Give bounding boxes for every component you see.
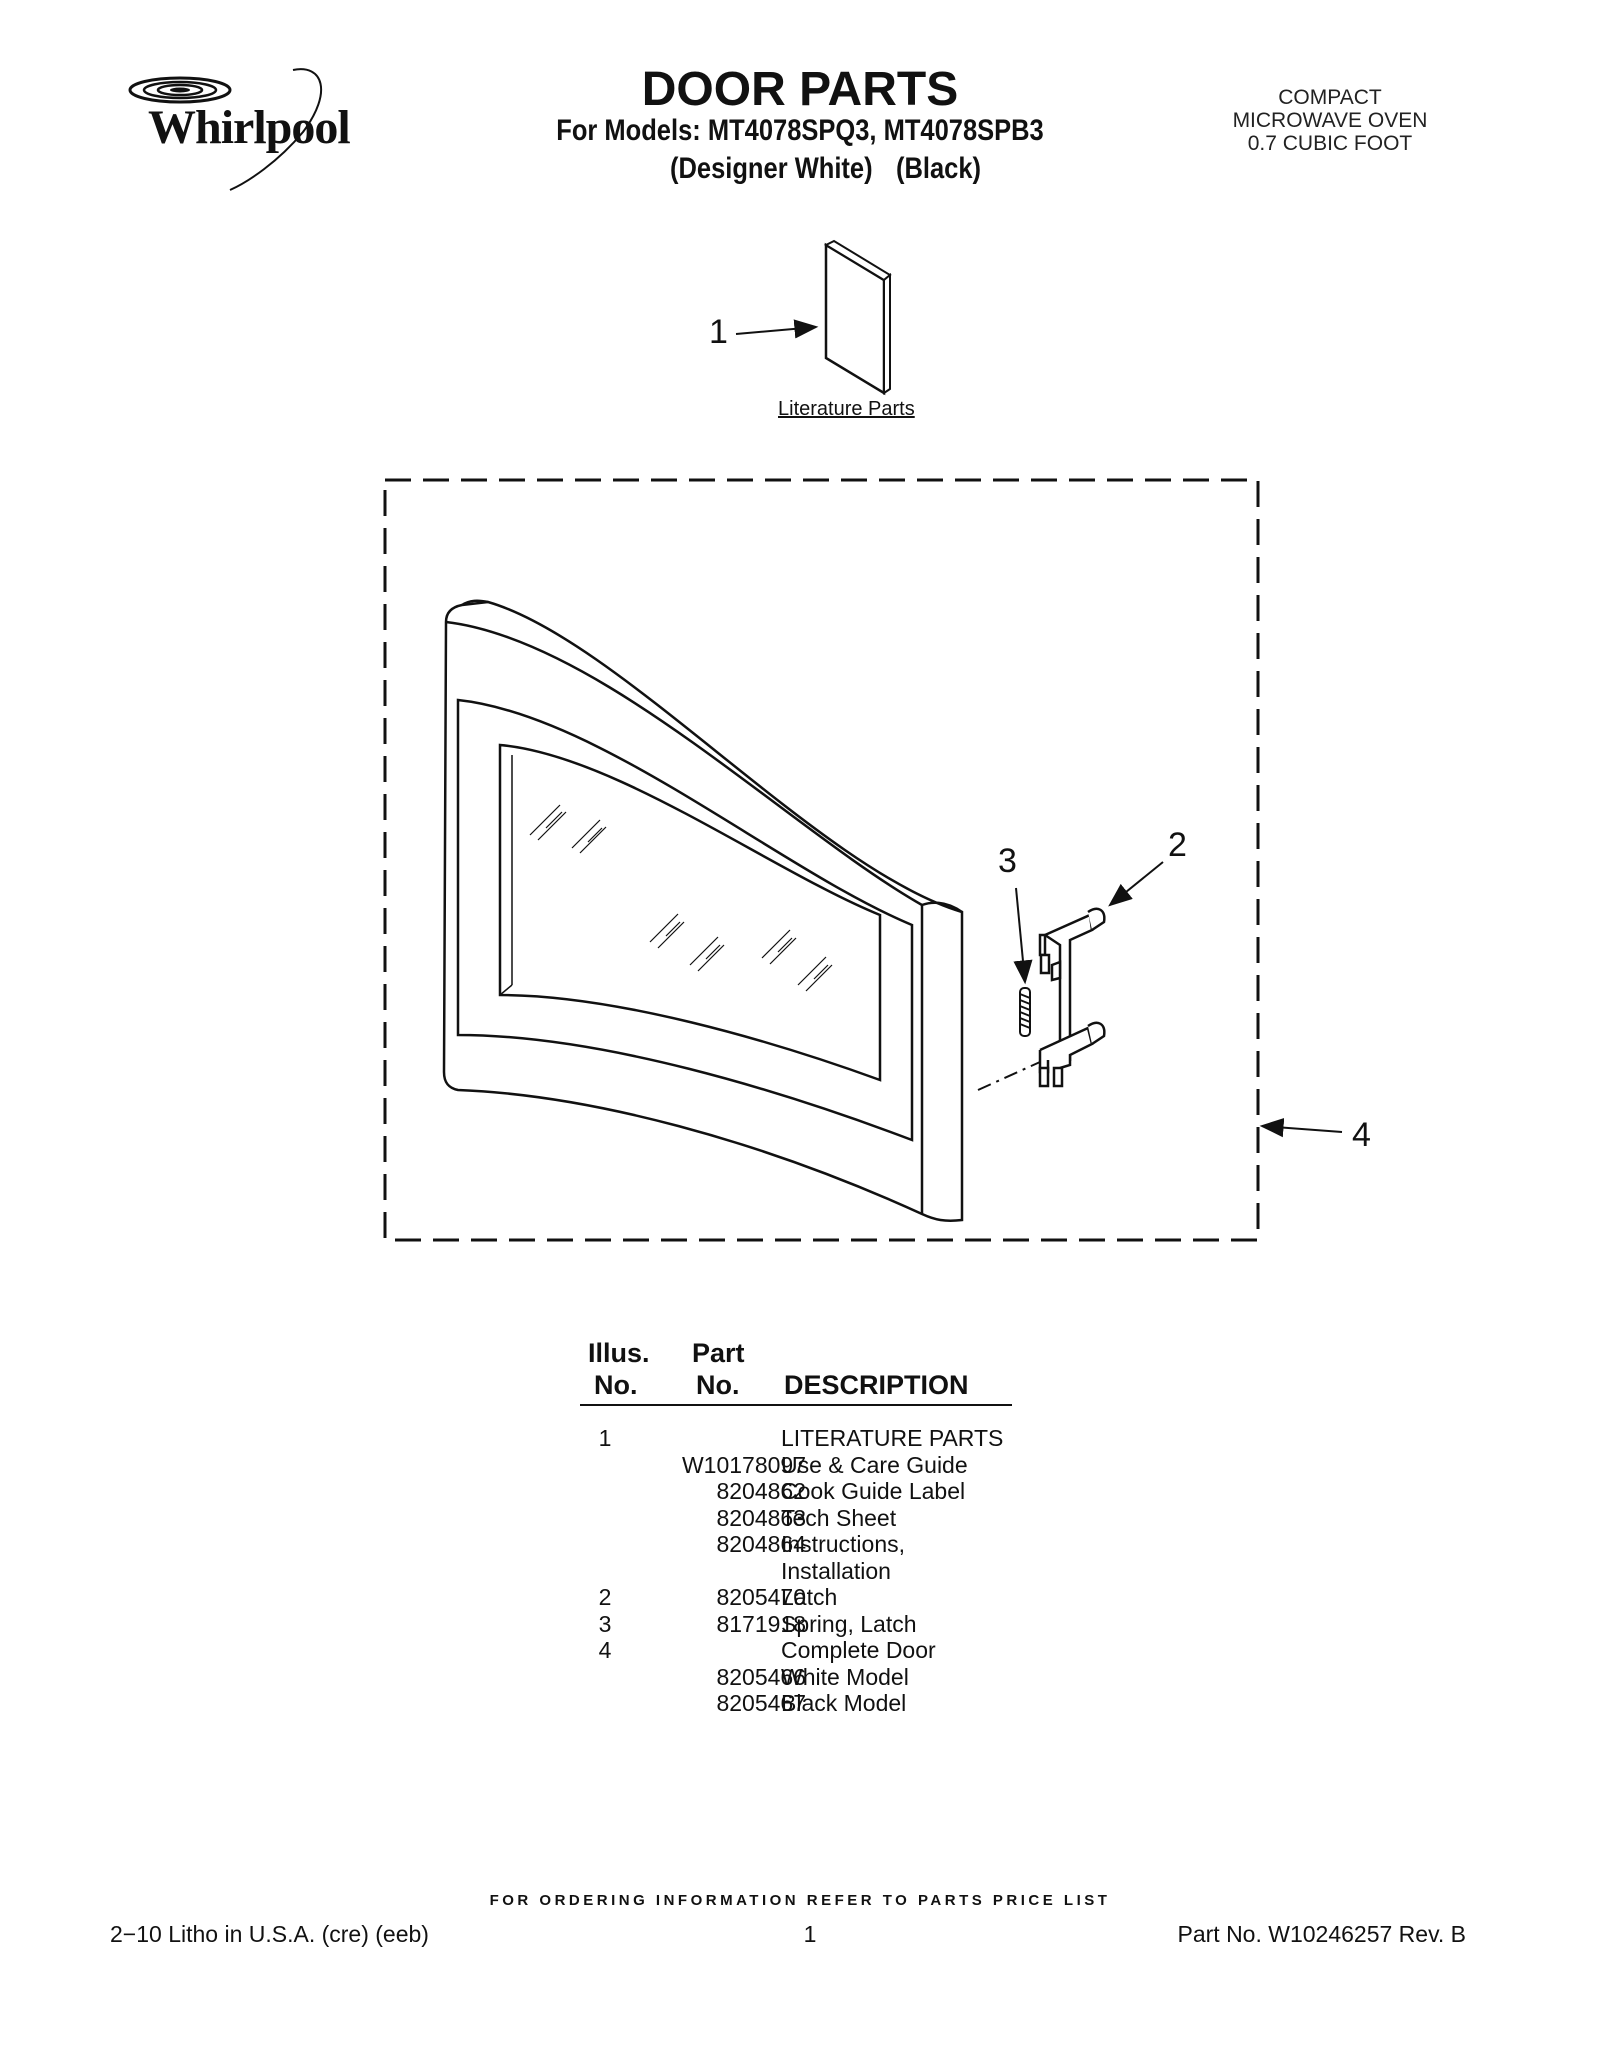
callout-1: 1 bbox=[709, 313, 728, 351]
illus-no: 3 bbox=[598, 1610, 612, 1637]
door-drawing bbox=[442, 599, 964, 1222]
illus-no: 2 bbox=[598, 1584, 612, 1610]
product-line-3: 0.7 CUBIC FOOT bbox=[1247, 132, 1413, 155]
variant-black-label: (Black) bbox=[896, 152, 982, 185]
part-description: Black Model bbox=[781, 1690, 907, 1716]
table-row: 1 LITERATURE PARTS bbox=[580, 1425, 1100, 1452]
part-description: LITERATURE PARTS bbox=[781, 1425, 1004, 1451]
exploded-parts-diagram bbox=[383, 239, 1343, 1242]
litho-info: 2−10 Litho in U.S.A. (cre) (eeb) bbox=[110, 1921, 429, 1947]
assembly-centerline bbox=[977, 1061, 1041, 1091]
illus-no: 1 bbox=[598, 1425, 612, 1451]
callout-3: 3 bbox=[998, 842, 1017, 880]
document-part-number: Part No. W10246257 Rev. B bbox=[1177, 1921, 1467, 1947]
part-description: Latch bbox=[781, 1584, 838, 1610]
spring-drawing bbox=[1019, 987, 1031, 1037]
header-description: DESCRIPTION bbox=[784, 1370, 969, 1400]
page-title: DOOR PARTS bbox=[641, 63, 959, 116]
product-line-1: COMPACT bbox=[1278, 86, 1382, 109]
part-no: W10178097 bbox=[681, 1451, 806, 1478]
part-description: Use & Care Guide bbox=[781, 1451, 968, 1478]
table-row: 4 Complete Door bbox=[580, 1637, 1100, 1664]
header-rule bbox=[580, 1404, 1012, 1406]
variant-white-label: (Designer White) bbox=[670, 152, 873, 185]
parts-table-header: Illus. No. Part No. DESCRIPTION bbox=[580, 1338, 1020, 1408]
swirl-icon bbox=[128, 68, 322, 191]
callout-2-leader bbox=[1108, 861, 1164, 907]
part-no: 8171918 bbox=[716, 1610, 806, 1637]
table-row: Installation bbox=[580, 1558, 1100, 1585]
latch-drawing bbox=[1038, 907, 1106, 1088]
part-no: 8205466 bbox=[716, 1663, 806, 1690]
header-illus-line1: Illus. bbox=[588, 1338, 650, 1368]
product-info: COMPACT MICROWAVE OVEN 0.7 CUBIC FOOT bbox=[1200, 86, 1460, 155]
callout-2: 2 bbox=[1168, 826, 1187, 864]
logo-wordmark: Whirlpool bbox=[148, 101, 351, 154]
whirlpool-logo: Whirlpool bbox=[118, 62, 378, 197]
part-description: Installation bbox=[781, 1557, 891, 1584]
part-no: 8204864 bbox=[716, 1531, 806, 1557]
part-no: 8204863 bbox=[716, 1504, 806, 1531]
part-description: Complete Door bbox=[781, 1637, 936, 1663]
illus-no: 4 bbox=[598, 1637, 612, 1663]
callout-1-leader bbox=[735, 319, 819, 339]
part-description: Tech Sheet bbox=[781, 1504, 897, 1531]
part-no: 8205467 bbox=[716, 1690, 806, 1716]
literature-booklet bbox=[823, 239, 892, 396]
part-no: 8204862 bbox=[716, 1478, 806, 1504]
callout-4: 4 bbox=[1352, 1116, 1371, 1154]
part-description: Spring, Latch bbox=[781, 1610, 917, 1637]
page-number: 1 bbox=[803, 1921, 817, 1947]
assembly-boundary bbox=[383, 478, 1260, 1242]
product-line-2: MICROWAVE OVEN bbox=[1232, 109, 1428, 132]
part-no: 8205470 bbox=[716, 1584, 806, 1610]
part-description: Instructions, bbox=[781, 1531, 905, 1557]
header-illus-line2: No. bbox=[594, 1370, 638, 1400]
callout-3-leader bbox=[1013, 887, 1033, 985]
literature-parts-caption: Literature Parts bbox=[778, 398, 915, 420]
header-part-line2: No. bbox=[696, 1370, 740, 1400]
model-list: For Models: MT4078SPQ3, MT4078SPB3 bbox=[556, 114, 1044, 147]
part-description: Cook Guide Label bbox=[781, 1478, 966, 1504]
callout-4-leader bbox=[1259, 1118, 1343, 1138]
header-part-line1: Part bbox=[692, 1338, 745, 1368]
ordering-note: FOR ORDERING INFORMATION REFER TO PARTS … bbox=[489, 1892, 1111, 1909]
part-description: White Model bbox=[781, 1663, 909, 1690]
